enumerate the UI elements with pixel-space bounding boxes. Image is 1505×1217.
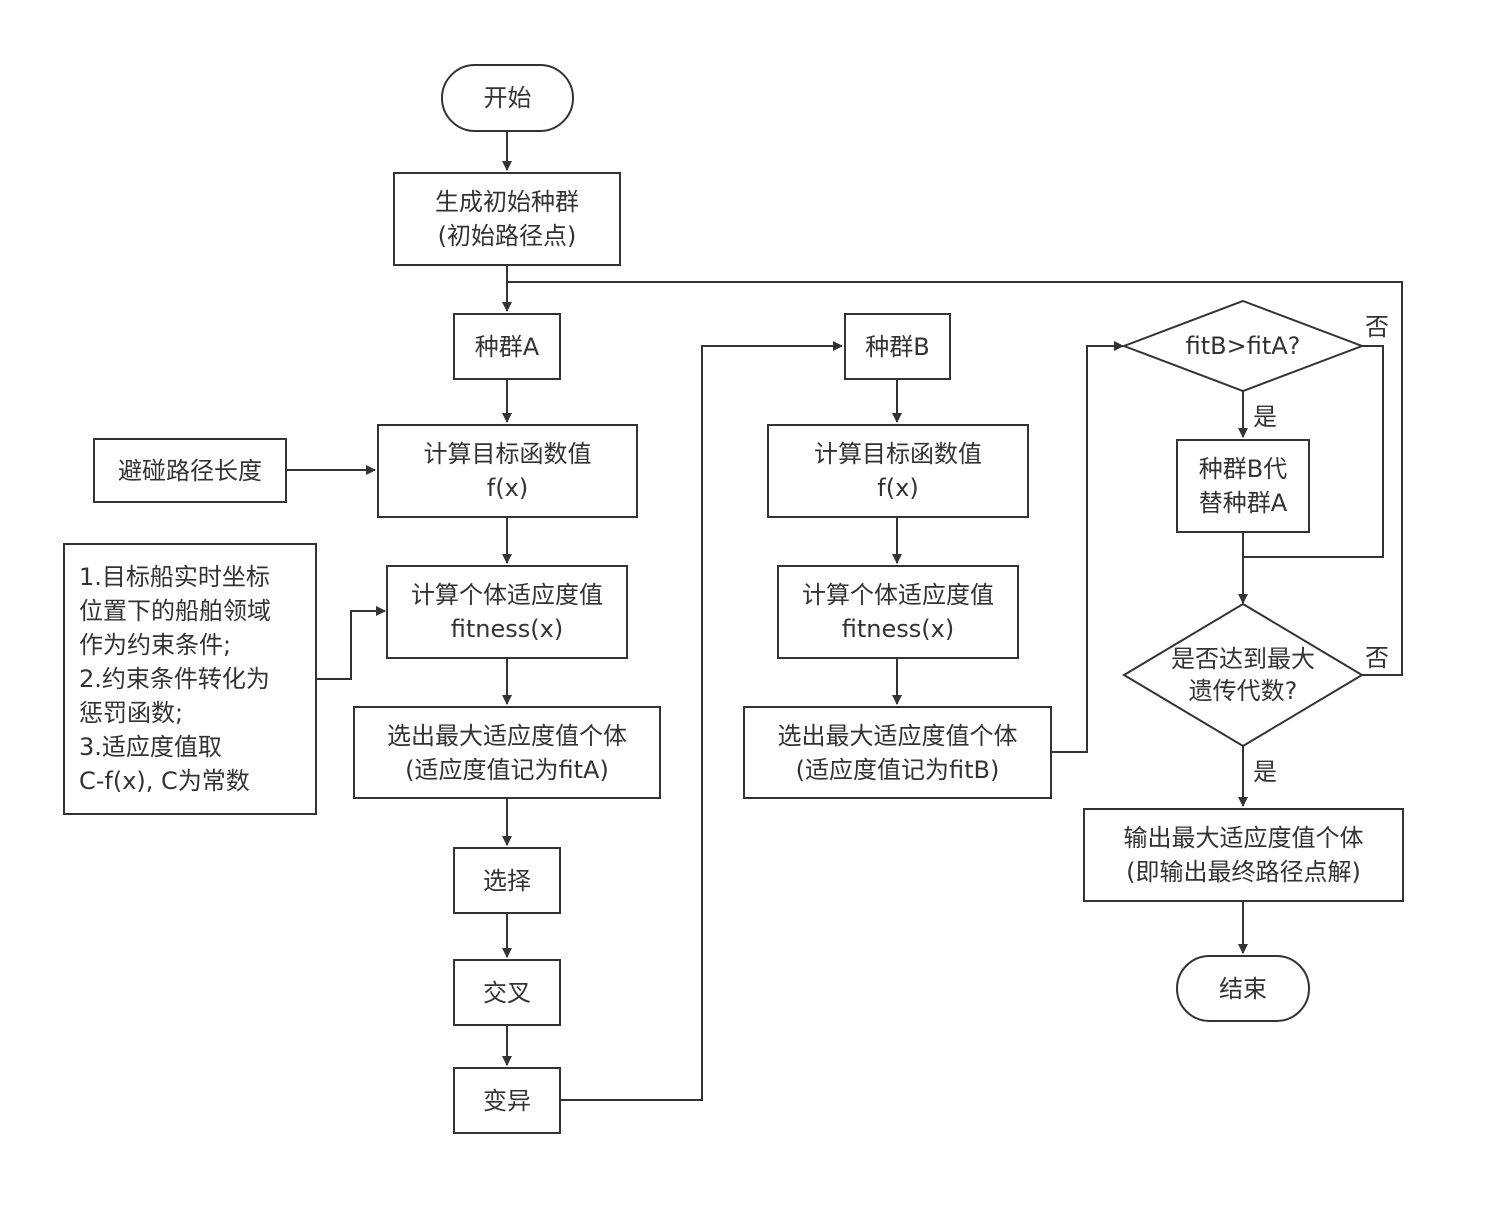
max-no-label: 否 <box>1365 644 1389 672</box>
avoidance-path-length-label: 避碰路径长度 <box>118 456 262 485</box>
constraint-note-box: 1.目标船实时坐标 位置下的船舶领域 作为约束条件; 2.约束条件转化为 惩罚函… <box>63 543 317 815</box>
population-a-box: 种群A <box>453 313 561 380</box>
crossover-box: 交叉 <box>453 959 561 1026</box>
cmp-yes-label: 是 <box>1253 403 1277 431</box>
avoidance-path-length-box: 避碰路径长度 <box>93 438 287 503</box>
output-best-box: 输出最大适应度值个体 (即输出最终路径点解) <box>1083 808 1404 902</box>
calc-fitness-a-label: 计算个体适应度值 fitness(x) <box>411 581 603 643</box>
mutation-box: 变异 <box>453 1067 561 1134</box>
start-label: 开始 <box>483 84 532 112</box>
start-terminal: 开始 <box>441 64 574 132</box>
decision-fitB-gt-fitA-label: fitB>fitA? <box>1185 332 1301 360</box>
cmp-no-label: 否 <box>1365 313 1389 341</box>
calc-objective-a-box: 计算目标函数值 f(x) <box>377 424 638 518</box>
calc-objective-b-label: 计算目标函数值 f(x) <box>814 440 982 502</box>
decision-fitB-gt-fitA <box>1121 299 1365 393</box>
mutation-label: 变异 <box>483 1086 531 1115</box>
calc-objective-b-box: 计算目标函数值 f(x) <box>767 424 1029 518</box>
calc-fitness-b-label: 计算个体适应度值 fitness(x) <box>802 581 994 643</box>
crossover-label: 交叉 <box>483 978 531 1007</box>
decision-max-generation-label: 是否达到最大 遗传代数? <box>1171 645 1315 705</box>
selection-label: 选择 <box>483 866 531 895</box>
calc-fitness-a-box: 计算个体适应度值 fitness(x) <box>386 565 628 659</box>
edge-cmp-no <box>1243 345 1384 558</box>
init-population-box: 生成初始种群 (初始路径点) <box>393 172 621 266</box>
init-population-label: 生成初始种群 (初始路径点) <box>435 188 579 250</box>
output-best-label: 输出最大适应度值个体 (即输出最终路径点解) <box>1123 824 1364 886</box>
decision-max-generation <box>1122 602 1364 748</box>
edge-mutate-popB <box>561 341 843 1101</box>
constraint-note-label: 1.目标船实时坐标 位置下的船舶领域 作为约束条件; 2.约束条件转化为 惩罚函… <box>79 563 271 795</box>
edge-maxgen-loop <box>507 281 1403 676</box>
calc-fitness-b-box: 计算个体适应度值 fitness(x) <box>777 565 1019 659</box>
replace-population-box: 种群B代 替种群A <box>1176 439 1310 533</box>
max-yes-label: 是 <box>1253 758 1277 786</box>
replace-population-label: 种群B代 替种群A <box>1198 455 1288 517</box>
select-max-b-label: 选出最大适应度值个体 (适应度值记为fitB) <box>777 721 1018 784</box>
select-max-a-box: 选出最大适应度值个体 (适应度值记为fitA) <box>353 706 661 799</box>
population-a-label: 种群A <box>474 332 540 361</box>
edge-selB-cmp <box>1052 341 1124 753</box>
population-b-label: 种群B <box>865 332 930 361</box>
edge-note-fitA <box>317 606 386 680</box>
end-terminal: 结束 <box>1176 955 1310 1022</box>
calc-objective-a-label: 计算目标函数值 f(x) <box>423 440 592 502</box>
select-max-a-label: 选出最大适应度值个体 (适应度值记为fitA) <box>387 721 627 784</box>
end-label: 结束 <box>1219 974 1267 1003</box>
selection-box: 选择 <box>453 847 561 914</box>
population-b-box: 种群B <box>844 313 951 380</box>
select-max-b-box: 选出最大适应度值个体 (适应度值记为fitB) <box>743 706 1052 799</box>
